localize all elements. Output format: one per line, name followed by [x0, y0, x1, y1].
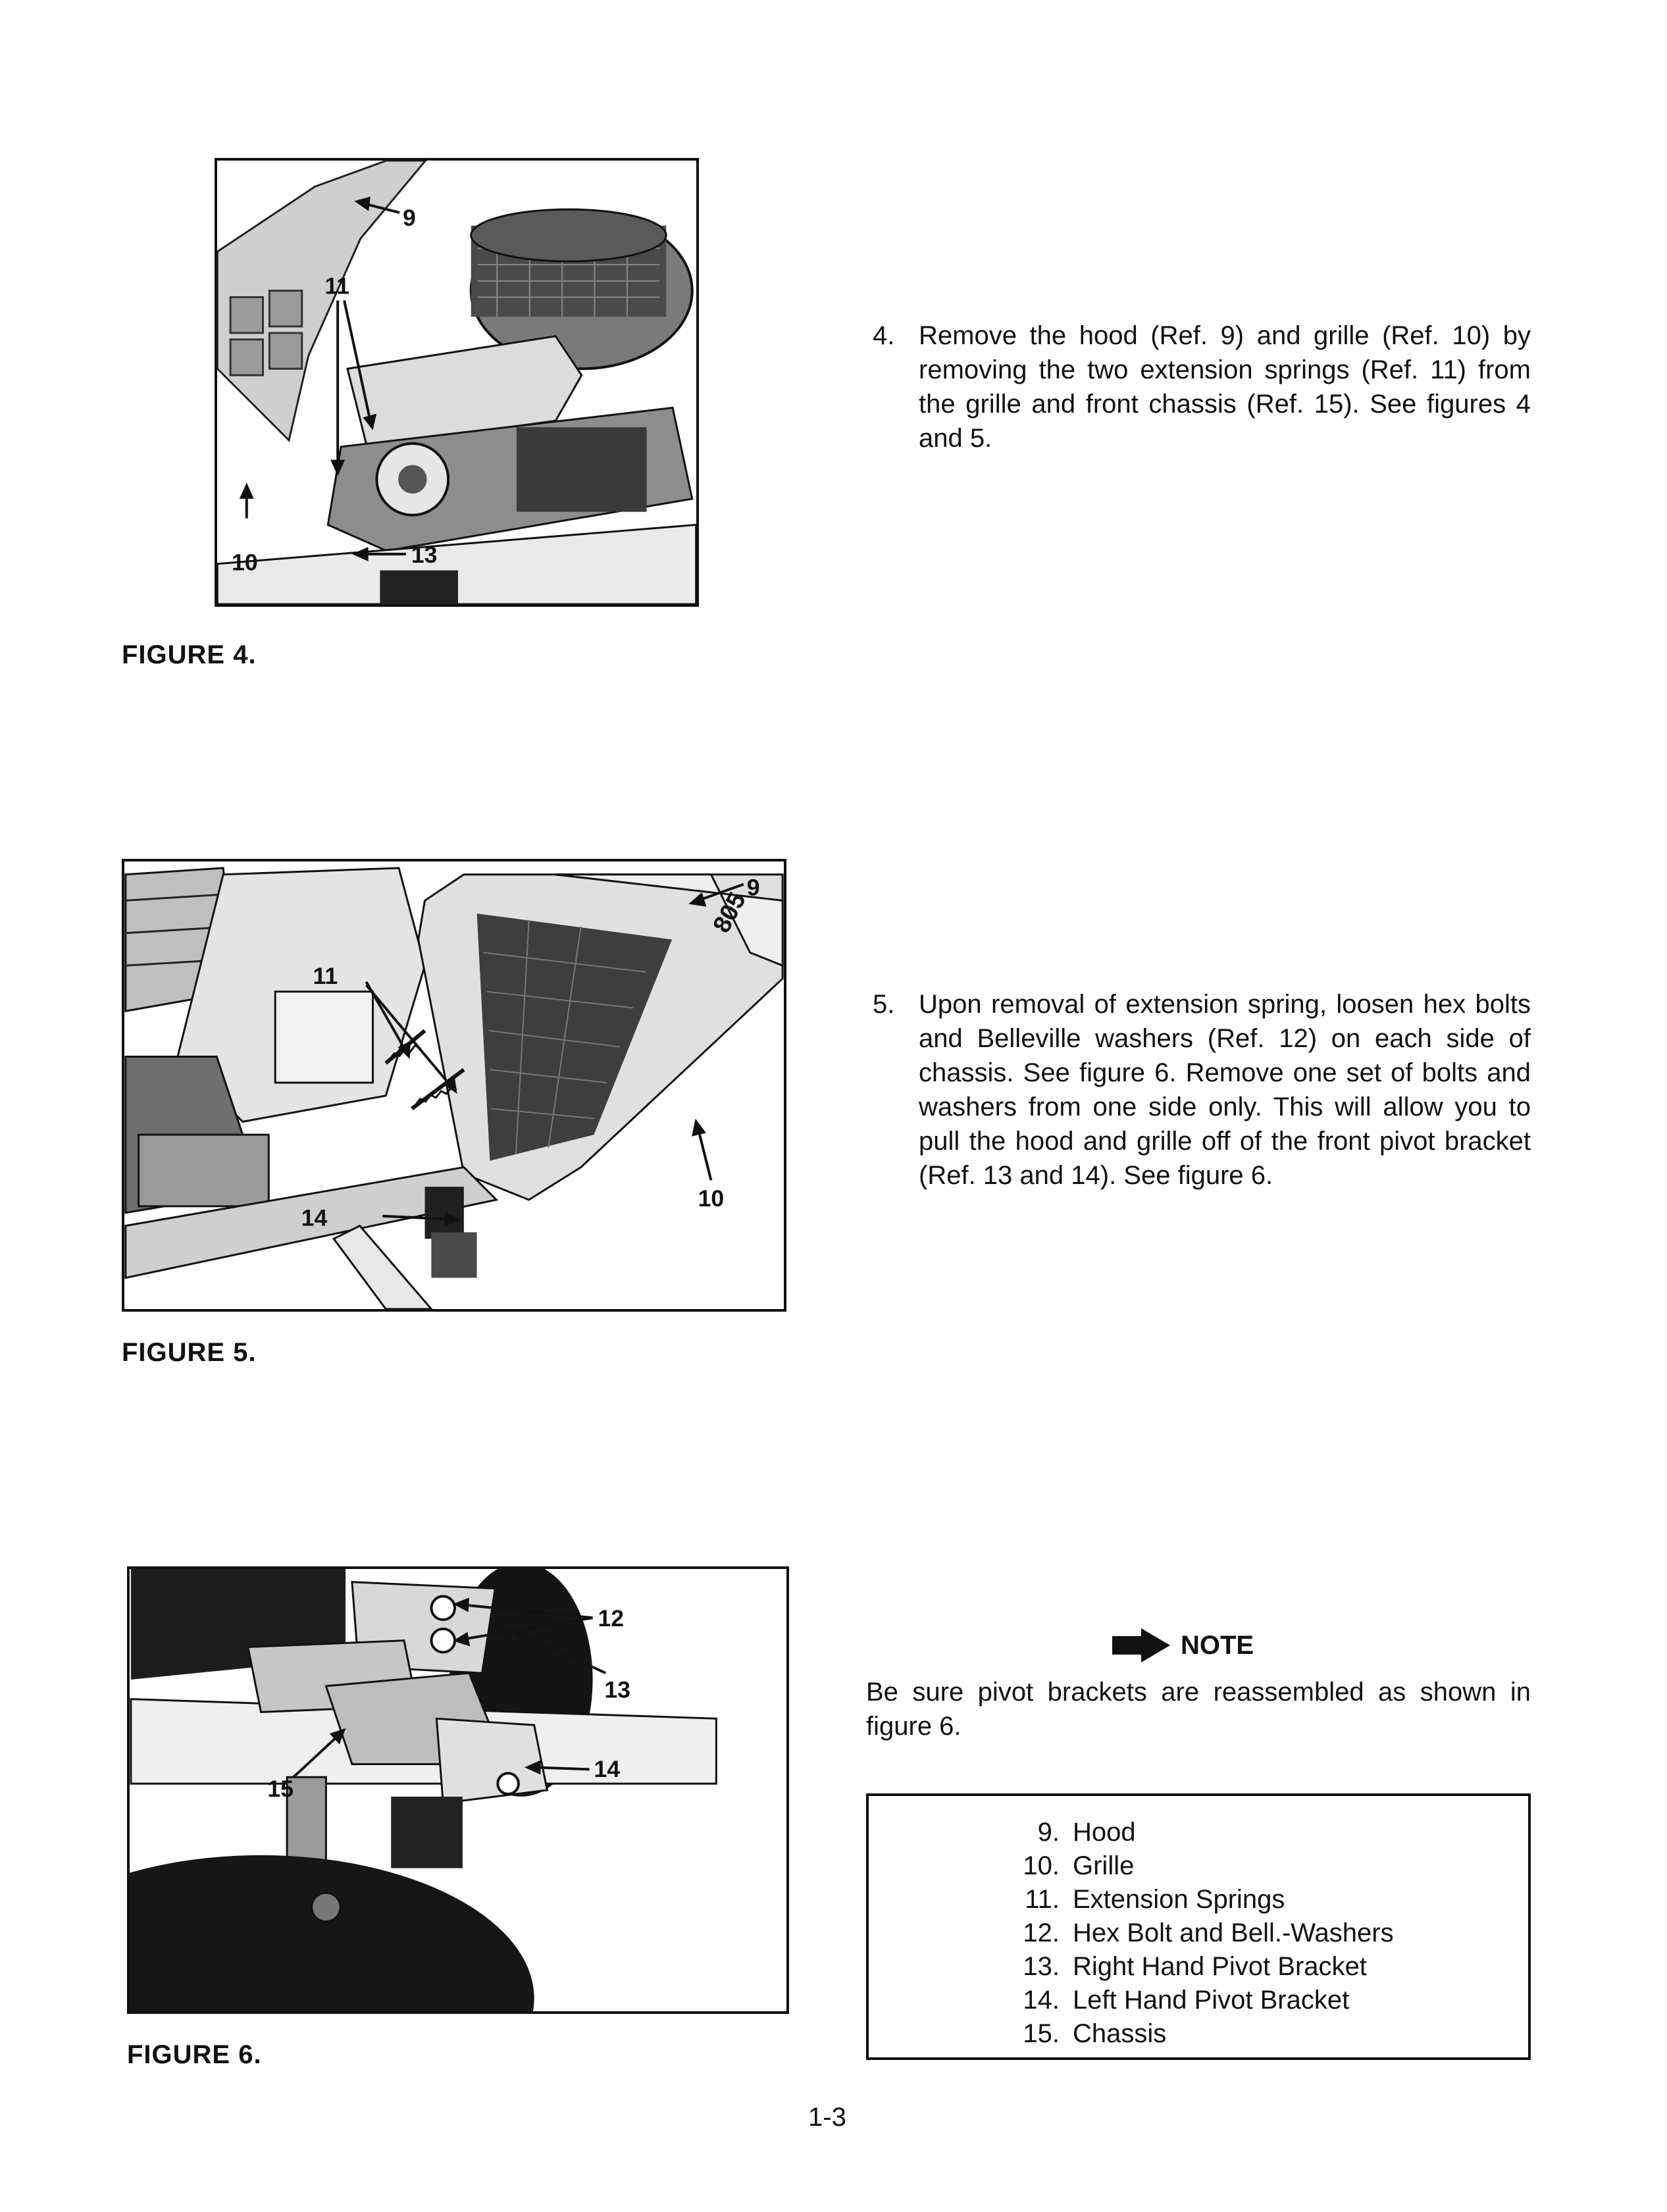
legend-item: 12.Hex Bolt and Bell.-Washers [1023, 1918, 1394, 1947]
figure-6-callout-15: 15 [267, 1776, 294, 1802]
step-5: 5. Upon removal of extension spring, loo… [873, 987, 1531, 1193]
figure-4-photo: 9 11 10 13 [215, 158, 699, 607]
figure-5-callout-14: 14 [301, 1204, 328, 1231]
figure-4-illustration: 9 11 10 13 [217, 161, 696, 604]
figure-6-callout-13: 13 [604, 1677, 630, 1703]
page-number: 1-3 [808, 2103, 846, 2132]
figure-6-callout-12: 12 [598, 1605, 624, 1632]
legend-item: 10.Grille [1023, 1851, 1135, 1880]
legend-item: 13.Right Hand Pivot Bracket [1023, 1952, 1367, 1981]
figure-6-callout-14: 14 [594, 1756, 621, 1782]
figure-6-photo: 12 13 15 14 [127, 1566, 789, 2014]
legend-item: 11.Extension Springs [1025, 1885, 1285, 1914]
note-label: NOTE [1181, 1630, 1254, 1660]
parts-legend: 9.Hood 10.Grille 11.Extension Springs 12… [866, 1793, 1531, 2060]
figure-5-photo: 9 805 11 10 14 [122, 859, 786, 1312]
figure-5-illustration: 9 805 11 10 14 [124, 867, 784, 1309]
figure-5-caption: FIGURE 5. [122, 1338, 257, 1367]
legend-item: 9.Hood [1037, 1818, 1136, 1847]
step-4-number: 4. [873, 321, 895, 350]
step-5-number: 5. [873, 990, 895, 1019]
figure-5-callout-9: 9 [747, 874, 760, 900]
figure-4-callout-9: 9 [403, 205, 416, 231]
figure-6-illustration: 12 13 15 14 [130, 1569, 717, 2011]
figure-4-callout-13: 13 [411, 542, 438, 568]
note-text: Be sure pivot brackets are reassembled a… [866, 1678, 1531, 1741]
parts-legend-list: 9.Hood 10.Grille 11.Extension Springs 12… [994, 1816, 1394, 2051]
figure-5-callout-10: 10 [698, 1185, 725, 1212]
step-4-text: Remove the hood (Ref. 9) and grille (Ref… [919, 321, 1531, 453]
figure-4-callout-11: 11 [324, 273, 349, 299]
step-4: 4. Remove the hood (Ref. 9) and grille (… [873, 319, 1531, 455]
step-5-text: Upon removal of extension spring, loosen… [919, 990, 1531, 1190]
figure-4-callout-10: 10 [232, 550, 258, 576]
note-heading: NOTE [1112, 1626, 1254, 1665]
figure-4-caption: FIGURE 4. [122, 640, 257, 669]
legend-item: 15.Chassis [1023, 2019, 1167, 2048]
figure-5-callout-11: 11 [313, 963, 338, 989]
figure-6-caption: FIGURE 6. [127, 2040, 262, 2069]
legend-item: 14.Left Hand Pivot Bracket [1023, 1986, 1350, 2015]
arrow-right-icon [1112, 1628, 1170, 1662]
